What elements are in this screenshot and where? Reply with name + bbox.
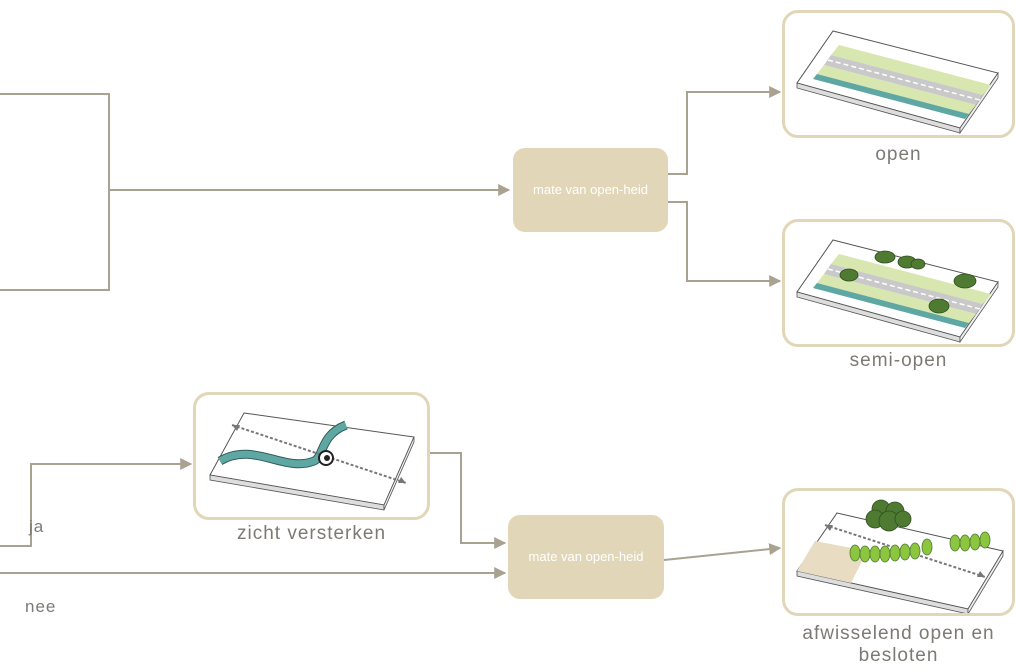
outcome-card-zicht-versterken [193, 392, 430, 520]
arrow-ja-to-zicht [0, 458, 193, 547]
outcome-caption-semi-open: semi-open [849, 350, 948, 371]
decision-node-openheid-top: mate van open-heid [513, 148, 668, 232]
decision-node-openheid-bottom: mate van open-heid [508, 515, 664, 599]
outcome-caption-afwisselend: afwisselend open en besloten [802, 623, 995, 666]
arrow-to-afwisselend [663, 543, 782, 561]
semi-open-road-landscape-icon [796, 239, 999, 344]
bracket-line [0, 93, 110, 291]
outcome-caption-zicht-versterken: zicht versterken [236, 523, 387, 544]
outcome-card-afwisselend [782, 488, 1015, 616]
decision-label: mate van open-heid [528, 549, 644, 564]
sightline-river-icon [209, 412, 415, 511]
outcome-card-semi-open [782, 219, 1015, 347]
arrow-to-semi-open [668, 201, 782, 287]
decision-label: mate van open-heid [533, 182, 648, 197]
arrow-to-open [668, 86, 782, 175]
outcome-caption-open: open [875, 144, 922, 165]
alternating-tree-landscape-icon [796, 499, 1004, 613]
branch-label-nee: nee [25, 597, 57, 616]
arrow-zicht-to-bottom-decision [430, 452, 507, 549]
outcome-card-open [782, 10, 1015, 138]
branch-label-ja: ja [29, 517, 45, 536]
open-road-landscape-icon [796, 30, 999, 135]
